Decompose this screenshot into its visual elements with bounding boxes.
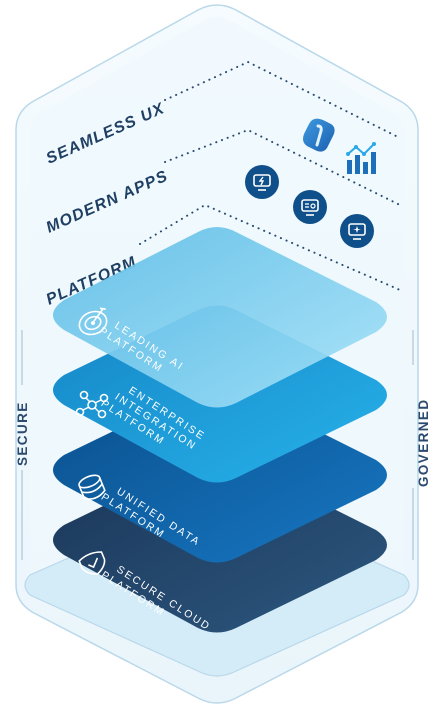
governed-side-label: GOVERNED <box>416 399 431 487</box>
network-icon <box>75 390 109 419</box>
analytics-icon <box>346 142 376 174</box>
shield-check-icon <box>78 551 106 575</box>
secure-side-label: SECURE <box>15 401 30 466</box>
database-icon <box>78 474 106 500</box>
modern-apps-divider <box>164 128 401 206</box>
target-icon <box>78 307 108 336</box>
platform-divider <box>139 203 401 291</box>
copilot-icon <box>303 118 335 152</box>
leading-ai-layer <box>53 227 387 408</box>
app-ai-icon <box>340 214 374 248</box>
app-form-icon <box>293 190 327 224</box>
seamless-ux-divider <box>164 60 401 139</box>
app-lightning-icon <box>245 165 279 199</box>
